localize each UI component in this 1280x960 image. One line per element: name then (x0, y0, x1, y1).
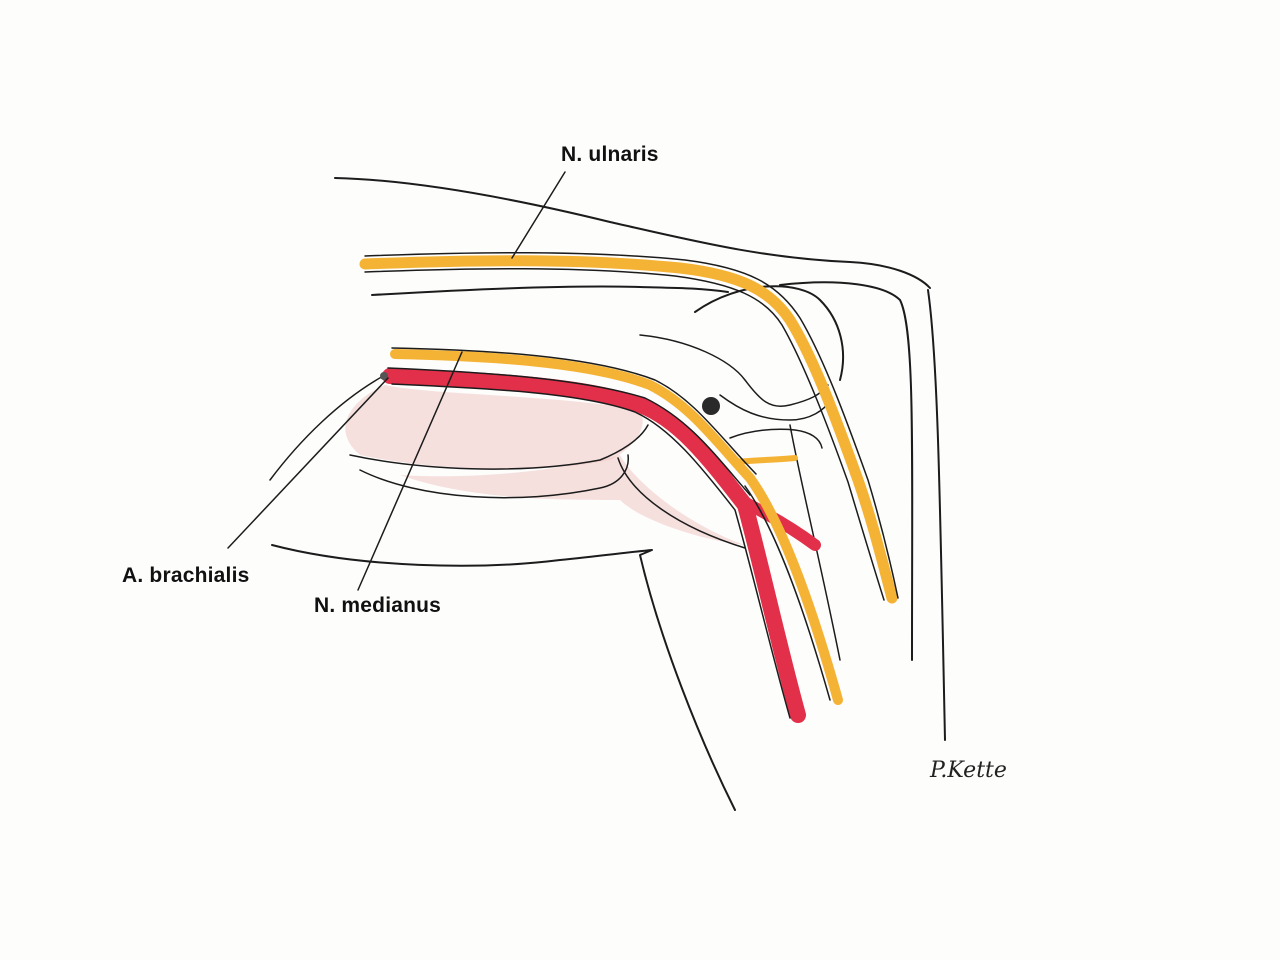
outline-humerus-lower (371, 285, 729, 296)
outline-joint-lower (719, 394, 831, 421)
outline-forearm-front (271, 544, 736, 811)
artery-outline (387, 367, 791, 719)
outline-biceps (617, 457, 746, 549)
brachial-artery (382, 368, 806, 723)
outline-muscle-lower (359, 454, 629, 499)
outline-olecranon (779, 281, 914, 661)
label-brachialis: A. brachialis (122, 564, 250, 587)
leader-line-ulnaris (511, 171, 566, 259)
outline-posterior-forearm (927, 289, 946, 741)
label-medianus: N. medianus (314, 594, 442, 617)
outline-joint-inner (729, 428, 823, 449)
leader-line-medianus (357, 351, 463, 591)
outline-upper-arm-top (334, 177, 931, 289)
leader-line-brachialis (227, 377, 389, 549)
artery-branch (734, 494, 821, 551)
outline-elbow-curve (694, 285, 844, 381)
outline-radius (789, 424, 841, 661)
median-nerve (390, 349, 843, 705)
artist-signature: P.Kette (930, 758, 1007, 783)
ulnar-nerve-outline (364, 251, 899, 601)
median-nerve-outline (391, 347, 831, 701)
median-nerve-branch (732, 455, 798, 465)
label-ulnaris: N. ulnaris (561, 143, 659, 166)
ulnar-nerve (359, 255, 898, 604)
joint-dot (702, 397, 720, 415)
outline-muscle-upper (349, 424, 649, 470)
muscle-belly-lower (400, 455, 745, 545)
outline-epicondyle (639, 334, 829, 407)
outline-muscle-front (269, 374, 386, 481)
edge-dot (380, 372, 388, 380)
